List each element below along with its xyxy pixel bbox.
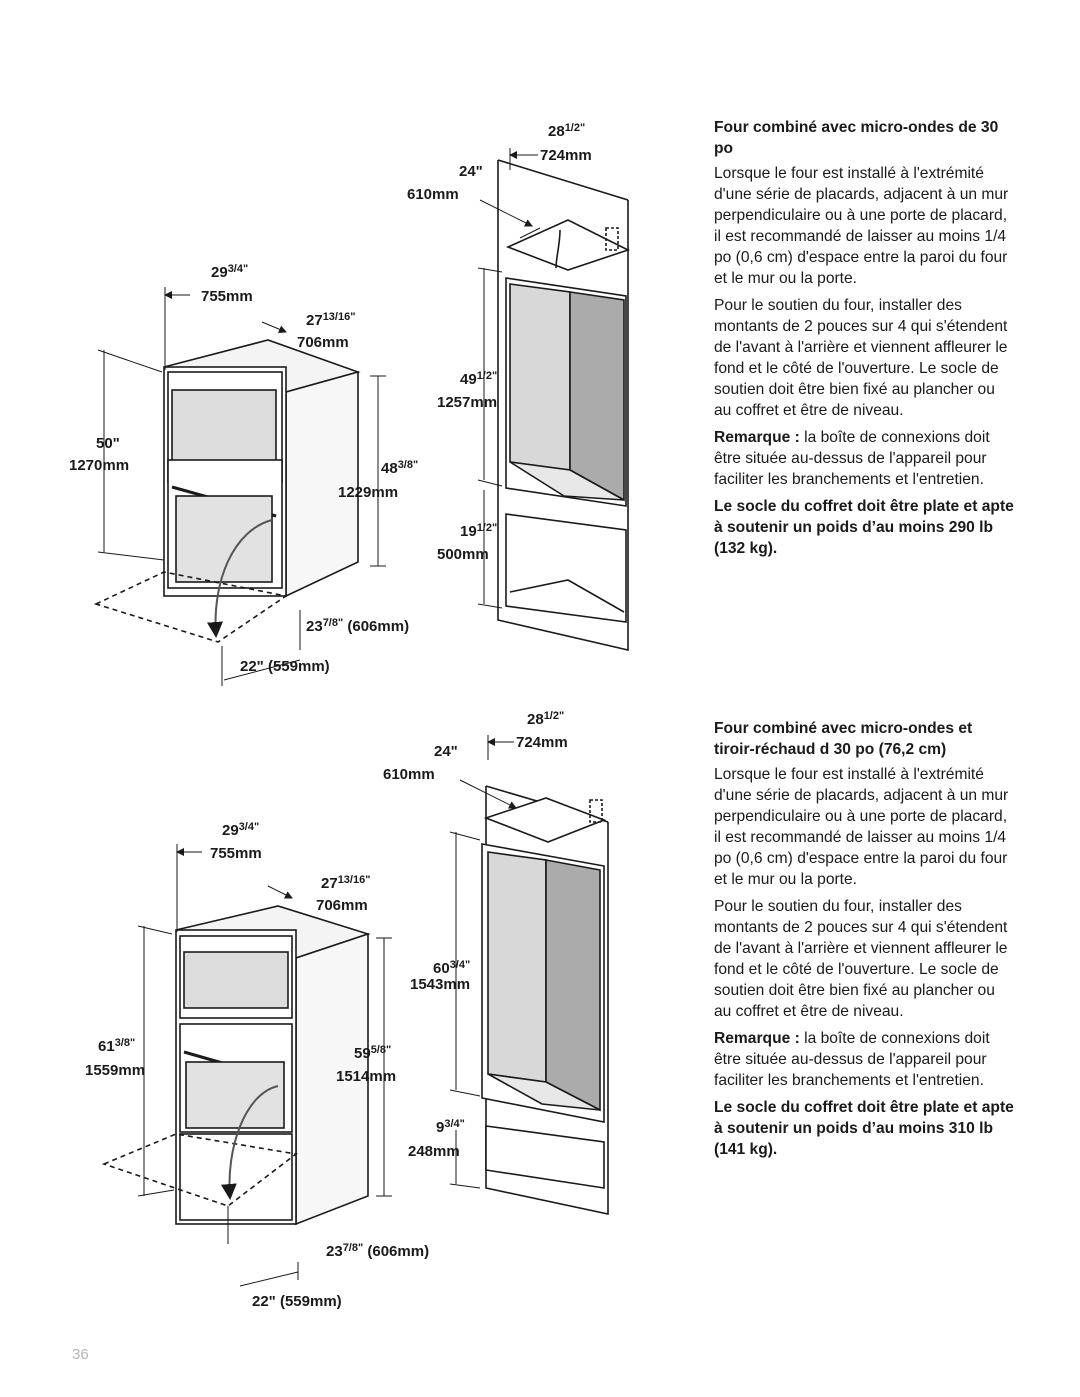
fig2-base: 22" (559mm) [252,1293,342,1310]
svg-text:293/4": 293/4" [222,821,259,839]
fig2-depth-mm: 706mm [316,897,368,914]
svg-text:281/2": 281/2" [548,122,585,140]
section1-text: Four combiné avec micro-ondes de 30 po L… [714,117,1014,565]
fig1-cab-w-mm: 724mm [540,147,592,164]
fig1-height-mm: 1270mm [69,457,129,474]
cabinet2-drawing [481,785,609,1215]
oven-drawing [93,339,361,643]
oven2-drawing [101,905,371,1226]
fig2-height-mm: 1559mm [85,1062,145,1079]
oven-dimension-lines [97,287,386,686]
svg-text:191/2": 191/2" [460,522,497,540]
cabinet-dimension-lines [477,148,541,609]
section2-para1: Lorsque le four est installé à l'extrémi… [714,766,1009,888]
section2-text: Four combiné avec micro-ondes et tiroir-… [714,718,1014,1166]
fig1-base: 22" (559mm) [240,658,330,675]
fig1-depth-mm: 706mm [297,334,349,351]
cabinet-drawing [497,159,631,652]
section1-note: Remarque : la boîte de connexions doit ê… [714,429,990,488]
fig2-cab-d-mm: 610mm [383,766,435,783]
fig1-floor-mm: 500mm [437,546,489,563]
section1-title: Four combiné avec micro-ondes de 30 po [714,119,999,157]
fig2-cut-h-mm: 1543mm [410,976,470,993]
svg-text:293/4": 293/4" [211,263,248,281]
svg-text:2713/16": 2713/16" [321,874,370,892]
fig2-cab-d-in: 24" [434,743,458,760]
fig1-cab-d-in: 24" [459,163,483,180]
section1-para2: Pour le soutien du four, installer des m… [714,297,1008,419]
svg-text:281/2": 281/2" [527,710,564,728]
fig1-cab-d-mm: 610mm [407,186,459,203]
fig1-inner-h-mm: 1229mm [338,484,398,501]
svg-text:603/4": 603/4" [433,959,470,977]
fig2-width-mm: 755mm [210,845,262,862]
svg-text:237/8" (606mm): 237/8" (606mm) [306,617,409,635]
fig2-inner-h-mm: 1514mm [336,1068,396,1085]
page-number: 36 [72,1346,89,1363]
svg-text:237/8" (606mm): 237/8" (606mm) [326,1242,429,1260]
svg-text:2713/16": 2713/16" [306,311,355,329]
fig1-cut-h-mm: 1257mm [437,394,497,411]
fig2-floor-mm: 248mm [408,1143,460,1160]
figure-oven-combo-30: 293/4" 755mm 2713/16" 706mm 50" 1270mm 4… [69,122,631,686]
section2-para2: Pour le soutien du four, installer des m… [714,898,1008,1020]
svg-text:491/2": 491/2" [460,370,497,388]
section1-warning: Le socle du coffret doit être plate et a… [714,498,1014,557]
section2-note: Remarque : la boîte de connexions doit ê… [714,1030,990,1089]
svg-text:93/4": 93/4" [436,1118,465,1136]
svg-text:613/8": 613/8" [98,1037,135,1055]
fig1-width-mm: 755mm [201,288,253,305]
oven2-dimension-lines [137,844,392,1287]
section2-title: Four combiné avec micro-ondes et tiroir-… [714,720,973,758]
cabinet2-dimension-lines [449,735,517,1189]
fig2-cab-w-mm: 724mm [516,734,568,751]
section2-warning: Le socle du coffret doit être plate et a… [714,1099,1014,1158]
svg-text:595/8": 595/8" [354,1044,391,1062]
section1-para1: Lorsque le four est installé à l'extrémi… [714,165,1009,287]
figure-oven-combo-warming-drawer: 293/4" 755mm 2713/16" 706mm 613/8" 1559m… [85,710,609,1310]
fig1-height-in: 50" [96,435,120,452]
svg-text:483/8": 483/8" [381,459,418,477]
